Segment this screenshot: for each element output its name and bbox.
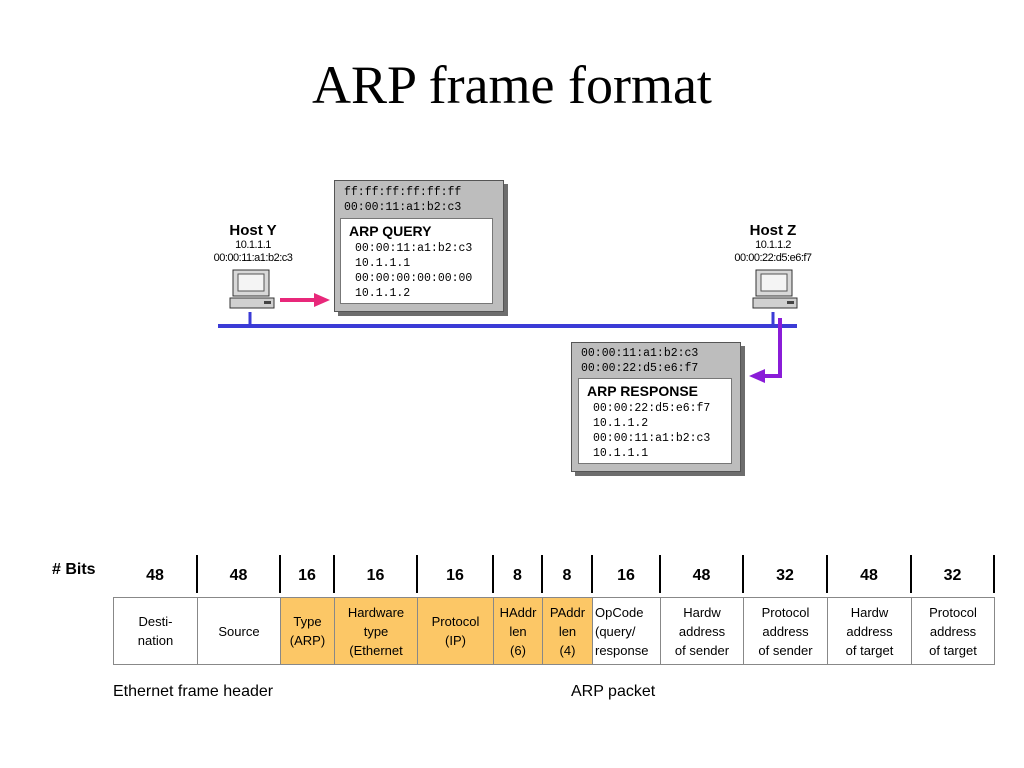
arp-query-title: ARP QUERY: [349, 223, 432, 239]
response-src-mac: 00:00:22:d5:e6:f7: [581, 362, 699, 375]
query-arrow-icon: [280, 293, 330, 307]
host-y-mac: 00:00:11:a1:b2:c3: [213, 251, 293, 264]
bits-separator: [416, 555, 418, 593]
bits-separator: [279, 555, 281, 593]
arp-response-title: ARP RESPONSE: [587, 383, 698, 399]
response-dest-mac: 00:00:11:a1:b2:c3: [581, 347, 699, 360]
response-target-ip: 10.1.1.1: [593, 447, 649, 460]
bits-separator: [993, 555, 995, 593]
ethernet-header-caption: Ethernet frame header: [113, 683, 274, 700]
bit-count: 32: [776, 567, 794, 584]
page-title: ARP frame format: [312, 55, 712, 115]
query-dest-mac: ff:ff:ff:ff:ff:ff: [344, 186, 462, 199]
arp-response-frame: 00:00:11:a1:b2:c3 00:00:22:d5:e6:f7 ARP …: [571, 342, 741, 472]
bit-count: 48: [229, 567, 248, 584]
field-cell: Desti- nation: [113, 597, 198, 665]
bit-count: 16: [617, 567, 635, 584]
query-sender-ip: 10.1.1.1: [355, 257, 411, 270]
bits-separator: [742, 555, 744, 593]
host-y-computer-icon: [229, 269, 275, 309]
field-cell: Type (ARP): [280, 597, 335, 665]
bits-separator: [910, 555, 912, 593]
response-arrow-icon: [749, 318, 782, 383]
bits-separator: [541, 555, 543, 593]
field-cell: OpCode (query/ response: [592, 597, 661, 665]
query-src-mac: 00:00:11:a1:b2:c3: [344, 201, 462, 214]
bits-separator: [492, 555, 494, 593]
bit-count: 8: [513, 567, 522, 584]
bits-separator: [591, 555, 593, 593]
field-cell: Hardw address of target: [827, 597, 912, 665]
arp-query-frame: ff:ff:ff:ff:ff:ff 00:00:11:a1:b2:c3 ARP …: [334, 180, 504, 312]
host-y-ip: 10.1.1.1: [235, 239, 271, 252]
field-cell: Hardw address of sender: [660, 597, 744, 665]
bits-separator: [826, 555, 828, 593]
arp-query-payload: ARP QUERY 00:00:11:a1:b2:c3 10.1.1.1 00:…: [340, 218, 493, 304]
bit-count: 48: [692, 567, 711, 584]
field-cell: Protocol address of sender: [743, 597, 828, 665]
bit-count: 32: [943, 567, 962, 584]
response-sender-ip: 10.1.1.2: [593, 417, 649, 430]
bits-separator: [196, 555, 198, 593]
bits-label: # Bits: [52, 561, 96, 578]
response-target-mac: 00:00:11:a1:b2:c3: [593, 432, 711, 445]
field-cell: Protocol (IP): [417, 597, 494, 665]
host-z-ip: 10.1.1.2: [755, 239, 791, 252]
arp-response-payload: ARP RESPONSE 00:00:22:d5:e6:f7 10.1.1.2 …: [578, 378, 732, 464]
bit-count: 48: [146, 567, 164, 584]
bit-count: 8: [562, 567, 572, 584]
field-cell: PAddr len (4): [542, 597, 593, 665]
query-target-mac: 00:00:00:00:00:00: [355, 272, 473, 285]
bit-count: 48: [860, 567, 878, 584]
arp-packet-caption: ARP packet: [571, 683, 656, 700]
bit-count: 16: [366, 567, 385, 584]
bit-count: 16: [446, 567, 464, 584]
response-sender-mac: 00:00:22:d5:e6:f7: [593, 402, 711, 415]
field-cell: Protocol address of target: [911, 597, 995, 665]
field-cell: Hardware type (Ethernet: [334, 597, 418, 665]
host-z-computer-icon: [752, 269, 798, 309]
bits-separator: [659, 555, 661, 593]
bits-separator: [333, 555, 335, 593]
field-cell: HAddr len (6): [493, 597, 543, 665]
query-sender-mac: 00:00:11:a1:b2:c3: [355, 242, 473, 255]
host-z-name: Host Z: [749, 222, 797, 239]
host-y-label: Host Y 10.1.1.1 00:00:11:a1:b2:c3: [205, 222, 301, 265]
host-z-label: Host Z 10.1.1.2 00:00:22:d5:e6:f7: [725, 222, 821, 265]
host-y-name: Host Y: [229, 222, 277, 239]
field-cell: Source: [197, 597, 281, 665]
query-target-ip: 10.1.1.2: [355, 287, 411, 300]
host-z-mac: 00:00:22:d5:e6:f7: [734, 251, 812, 264]
bit-count: 16: [298, 567, 316, 584]
